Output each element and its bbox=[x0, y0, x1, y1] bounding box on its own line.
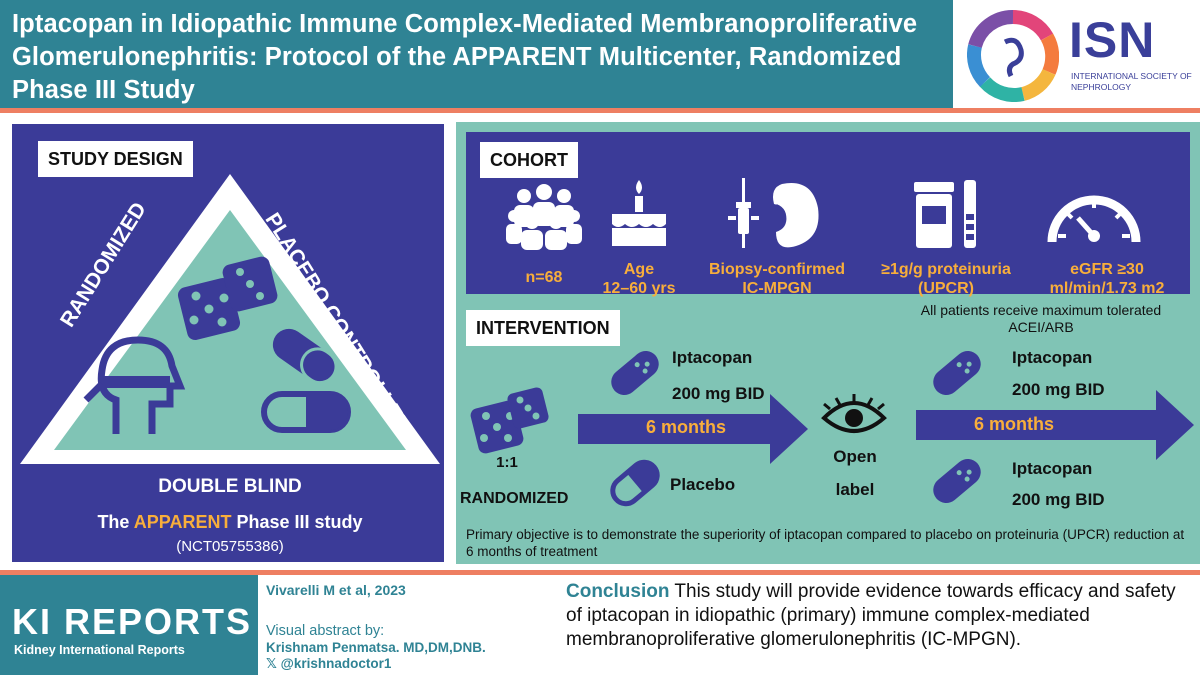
phase1-arrow bbox=[578, 394, 808, 464]
dice-icon bbox=[177, 256, 278, 341]
author-handle[interactable]: 𝕏 @krishnadoctor1 bbox=[266, 656, 391, 672]
arm1-dose: 200 mg BID bbox=[672, 384, 765, 403]
citation: Vivarelli M et al, 2023 bbox=[266, 582, 406, 598]
side-label-double-blind: DOUBLE BLIND bbox=[158, 476, 302, 497]
isn-ring-icon bbox=[967, 10, 1059, 102]
phase1-duration: 6 months bbox=[646, 417, 727, 437]
open-label-line1: Open bbox=[833, 447, 877, 466]
study-suffix: Phase III study bbox=[236, 512, 363, 532]
arm1-drug: Iptacopan bbox=[672, 348, 753, 367]
study-name-line: The APPARENT Phase III study bbox=[12, 512, 448, 533]
eye-icon bbox=[821, 394, 887, 433]
cohort-age-range: 12–60 yrs bbox=[602, 280, 676, 297]
cohort-item-biopsy: Biopsy-confirmed IC-MPGN bbox=[702, 260, 852, 298]
cohort-item-proteinuria: ≥1g/g proteinuria (UPCR) bbox=[866, 260, 1026, 298]
open-label-text: Open label bbox=[816, 440, 894, 506]
cohort-n-value: n=68 bbox=[525, 269, 563, 286]
study-prefix: The bbox=[97, 512, 130, 532]
study-design-panel: STUDY DESIGN bbox=[10, 122, 446, 564]
cohort-item-n: n=68 bbox=[494, 268, 594, 287]
cohort-age-label: Age bbox=[623, 261, 655, 278]
cohort-panel: COHORT bbox=[466, 132, 1190, 297]
capsules-icon bbox=[261, 328, 351, 433]
cohort-egfr-line2: ml/min/1.73 m2 bbox=[1049, 280, 1165, 297]
cohort-item-age: Age 12–60 yrs bbox=[584, 260, 694, 298]
conclusion-heading: Conclusion bbox=[566, 581, 670, 602]
handle-text: @krishnadoctor1 bbox=[280, 656, 392, 671]
page-title: Iptacopan in Idiopathic Immune Complex-M… bbox=[12, 10, 918, 104]
primary-objective: Primary objective is to demonstrate the … bbox=[466, 527, 1185, 559]
iptacopan-pill-icon bbox=[611, 351, 659, 395]
study-design-label: STUDY DESIGN bbox=[38, 141, 193, 177]
author-name: Krishnam Penmatsa. MD,DM,DNB. bbox=[266, 640, 486, 655]
cohort-proteinuria-line1: ≥1g/g proteinuria bbox=[881, 261, 1011, 278]
design-triangle bbox=[20, 174, 440, 464]
gauge-icon bbox=[1047, 195, 1141, 243]
birthday-cake-icon bbox=[612, 180, 666, 246]
acei-arb-note: All patients receive maximum tolerated A… bbox=[920, 302, 1162, 335]
cohort-proteinuria-line2: (UPCR) bbox=[918, 280, 974, 297]
cohort-biopsy-line2: IC-MPGN bbox=[742, 280, 812, 297]
visual-abstract-by: Visual abstract by: bbox=[266, 623, 385, 639]
journal-subtitle: Kidney International Reports bbox=[14, 643, 185, 657]
study-acronym: APPARENT bbox=[133, 512, 232, 532]
header-divider bbox=[0, 108, 1200, 113]
cohort-item-egfr: eGFR ≥30 ml/min/1.73 m2 bbox=[1032, 260, 1182, 298]
right-panel: COHORT bbox=[456, 122, 1200, 564]
cohort-label: COHORT bbox=[480, 142, 578, 178]
conclusion-text: This study will provide evidence towards… bbox=[566, 581, 1176, 650]
biopsy-kidney-icon bbox=[728, 178, 819, 248]
nct-number: (NCT05755386) bbox=[176, 538, 284, 555]
ki-reports-logo: KI REPORTS Kidney International Reports bbox=[0, 575, 258, 675]
extension-pill-icon-1 bbox=[933, 351, 981, 395]
phase2-duration: 6 months bbox=[974, 414, 1055, 434]
randomization-ratio: 1:1 bbox=[496, 454, 518, 471]
randomized-label: RANDOMIZED bbox=[460, 490, 569, 507]
journal-title: KI REPORTS bbox=[12, 601, 253, 642]
isn-logo: ISN INTERNATIONAL SOCIETY OF NEPHROLOGY bbox=[953, 0, 1200, 108]
intervention-label: INTERVENTION bbox=[466, 310, 620, 346]
randomize-dice-icon bbox=[470, 387, 549, 454]
isn-logo-text: ISN bbox=[1069, 12, 1156, 68]
people-group-icon bbox=[506, 184, 582, 250]
isn-logo-subtext: INTERNATIONAL SOCIETY OF NEPHROLOGY bbox=[1071, 71, 1192, 92]
header-banner: Iptacopan in Idiopathic Immune Complex-M… bbox=[0, 0, 1200, 108]
arm2-drug: Placebo bbox=[670, 475, 736, 494]
urine-sample-icon bbox=[914, 180, 976, 248]
phase2-arrow bbox=[916, 390, 1194, 460]
extension2-drug: Iptacopan bbox=[1012, 459, 1093, 478]
footer-divider bbox=[0, 570, 1200, 575]
cohort-egfr-line1: eGFR ≥30 bbox=[1070, 261, 1144, 278]
extension2-dose: 200 mg BID bbox=[1012, 490, 1105, 509]
extension-pill-icon-2 bbox=[933, 459, 981, 503]
cohort-biopsy-line1: Biopsy-confirmed bbox=[708, 261, 845, 278]
extension1-drug: Iptacopan bbox=[1012, 348, 1093, 367]
conclusion: Conclusion This study will provide evide… bbox=[566, 580, 1196, 652]
open-label-line2: label bbox=[835, 480, 875, 499]
placebo-pill-icon bbox=[610, 459, 660, 507]
extension1-dose: 200 mg BID bbox=[1012, 380, 1105, 399]
x-logo-icon: 𝕏 bbox=[266, 656, 277, 671]
blindfold-head-icon bbox=[83, 336, 186, 434]
